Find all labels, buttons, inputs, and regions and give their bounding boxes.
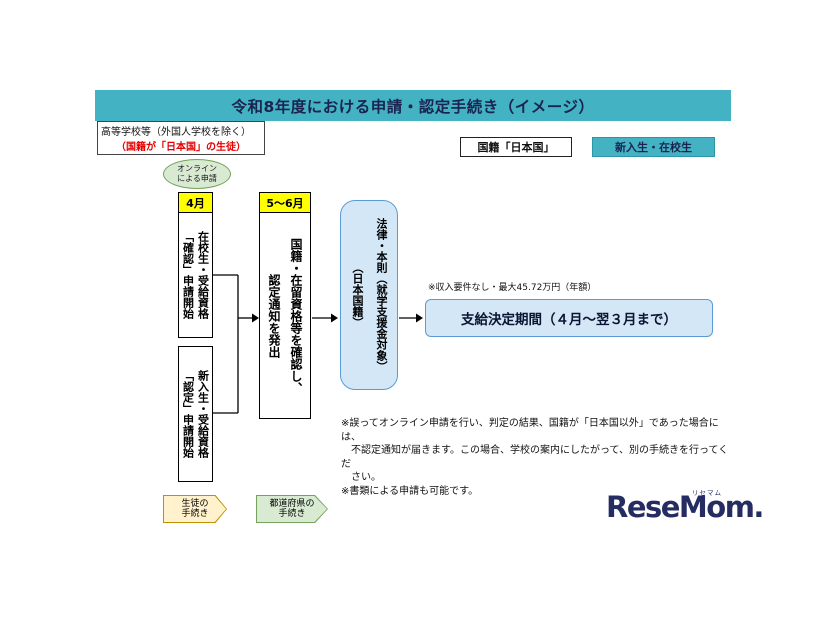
resemom-logo: リセマム ReseMom. bbox=[606, 489, 764, 534]
decision-period-box: 支給決定期間（４月～翌３月まで） bbox=[425, 299, 713, 337]
subject-line2: （国籍が「日本国」の生徒） bbox=[116, 142, 246, 153]
logo-main-text: ReseMom. bbox=[606, 490, 764, 524]
arrowhead-to-law bbox=[331, 313, 338, 323]
box-enrolled-students-text: 在校生・受給資格 「確認」申請開始 bbox=[181, 231, 210, 319]
page-title: 令和8年度における申請・認定手続き（イメージ） bbox=[231, 97, 595, 116]
legend-prefecture-fill: 都道府県の 手続き bbox=[257, 496, 327, 522]
badge-nationality: 国籍「日本国」 bbox=[460, 137, 572, 157]
badge-students: 新入生・在校生 bbox=[592, 137, 715, 157]
legend-prefecture-procedure: 都道府県の 手続き bbox=[256, 495, 328, 523]
online-application-callout: オンライン による申請 bbox=[163, 159, 231, 189]
arrowhead-to-verify bbox=[252, 313, 259, 323]
month-label-may-june: 5～6月 bbox=[259, 192, 311, 213]
title-bar: 令和8年度における申請・認定手続き（イメージ） bbox=[95, 90, 731, 121]
box-law-text: 法律・本則（就学支援金対象） （日本国籍） bbox=[351, 218, 388, 372]
box-verify-nationality-residence: 国籍・在留資格等を確認し、 認定通知を発出 bbox=[259, 213, 311, 419]
month-label-april: 4月 bbox=[178, 192, 213, 213]
income-requirement-note: ※収入要件なし・最大45.72万円（年額） bbox=[428, 283, 597, 293]
box-enrolled-students-confirmation: 在校生・受給資格 「確認」申請開始 bbox=[178, 213, 213, 338]
subject-line1: 高等学校等（外国人学校を除く） bbox=[101, 127, 251, 138]
box-law-principle: 法律・本則（就学支援金対象） （日本国籍） bbox=[340, 200, 398, 390]
subject-box: 高等学校等（外国人学校を除く） （国籍が「日本国」の生徒） bbox=[97, 121, 265, 155]
box-verify-text: 国籍・在留資格等を確認し、 認定通知を発出 bbox=[267, 237, 303, 394]
logo-ruby-text: リセマム bbox=[692, 489, 722, 497]
legend-prefecture-label: 都道府県の 手続き bbox=[269, 498, 315, 520]
legend-student-fill: 生徒の 手続き bbox=[164, 496, 226, 522]
box-new-students-certification: 新入生・受給資格 「認定」申請開始 bbox=[178, 346, 213, 482]
arrow-merge-bracket bbox=[213, 274, 252, 414]
legend-student-procedure: 生徒の 手続き bbox=[163, 495, 227, 523]
box-new-students-text: 新入生・受給資格 「認定」申請開始 bbox=[181, 370, 210, 458]
legend-student-label: 生徒の 手続き bbox=[181, 498, 209, 520]
footnotes: ※誤ってオンライン申請を行い、判定の結果、国籍が「日本国以外」であった場合には、… bbox=[341, 418, 729, 497]
arrowhead-to-period bbox=[416, 313, 423, 323]
